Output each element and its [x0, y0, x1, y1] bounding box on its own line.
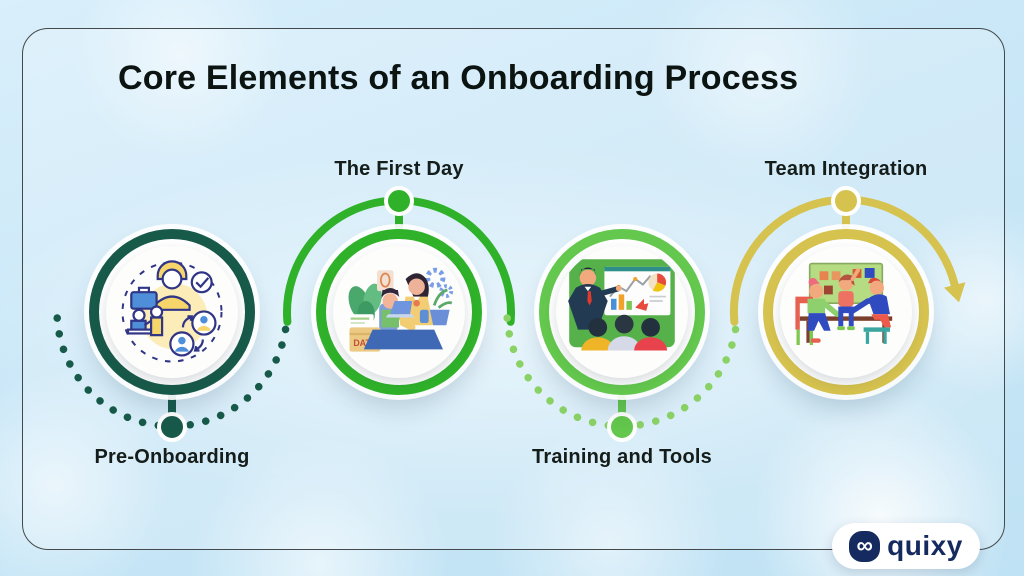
desk-people-icon: [126, 305, 164, 337]
seated-man-figure: [849, 277, 892, 344]
stage-label: Team Integration: [764, 158, 928, 180]
svg-text:DATA: DATA: [353, 338, 377, 348]
gears-icon: [425, 267, 454, 298]
stage-label: The First Day: [334, 158, 464, 180]
stage-label: Pre-Onboarding: [94, 446, 250, 468]
brand-logo: ∞ quixy: [832, 523, 980, 569]
stage-illustration-wrap: DATA: [333, 246, 465, 378]
stage-illustration-wrap: [556, 246, 688, 378]
stage-illustration-wrap: [106, 246, 238, 378]
briefcase-icon: [130, 286, 158, 310]
illustration-team-integration: [795, 262, 893, 345]
seated-woman-figure: [795, 277, 840, 345]
stage-ring: [539, 229, 705, 395]
people-swap-icon: [169, 310, 217, 357]
illustration-first-day: DATA: [347, 267, 454, 352]
standing-woman-figure: [837, 268, 861, 331]
stage-label: Training and Tools: [532, 446, 712, 468]
page-title: Core Elements of an Onboarding Process: [118, 58, 799, 97]
stage-ring: [763, 229, 929, 395]
potted-plant-icon: [429, 288, 453, 326]
brand-name: quixy: [887, 530, 963, 561]
illustration-pre-onboarding: [121, 260, 223, 363]
approval-check-icon: [190, 271, 213, 294]
illustration-training: [568, 259, 675, 351]
person-icon: [153, 260, 191, 311]
stage-ring: DATA: [316, 229, 482, 395]
desk-laptop-icon: [363, 301, 443, 350]
whiteboard-charts-icon: [604, 266, 671, 316]
audience-figures: [581, 314, 668, 351]
stage-ring: [89, 229, 255, 395]
stage-illustration-wrap: [780, 246, 912, 378]
infinity-icon: ∞: [849, 530, 881, 562]
